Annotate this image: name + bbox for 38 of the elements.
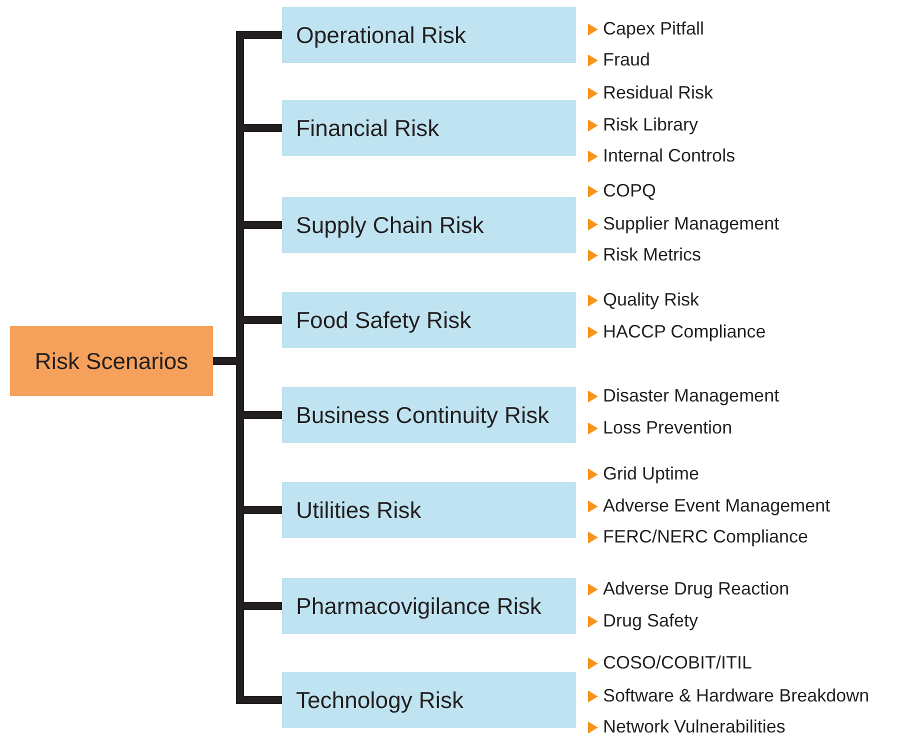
list-item: Loss Prevention [603,418,732,438]
list-item: Residual Risk [603,82,714,104]
box-label: Operational Risk [296,22,466,48]
list-item: Internal Controls [603,146,736,166]
list-item: Drug Safety [603,610,698,632]
box-label: Supply Chain Risk [296,212,484,238]
list-item: Capex Pitfall [603,18,704,40]
list-item: Fraud [603,50,650,70]
category-box [282,100,576,156]
list-item: Software & Hardware Breakdown [603,686,870,706]
list-item: Grid Uptime [603,464,700,484]
list-item: Risk Metrics [603,244,701,266]
list-item: Adverse Drug Reaction [603,578,790,600]
list-item: Quality Risk [603,290,700,310]
category-box [282,7,576,63]
box-label: Financial Risk [296,114,440,142]
root-box [10,326,213,396]
list-item: Supplier Management [603,214,780,234]
list-item: COSO/COBIT/ITIL [603,652,752,674]
box-label: Pharmacovigilance Risk [296,592,542,620]
category-box [282,197,576,253]
list-item: Disaster Management [603,386,780,406]
box-label: Business Continuity Risk [296,402,550,428]
list-item: Network Vulnerabilities [603,716,786,738]
list-item: COPQ [603,180,656,202]
list-item: Adverse Event Management [603,496,830,516]
list-item: FERC/NERC Compliance [603,526,808,548]
box-label: Utilities Risk [296,496,422,524]
list-item: Risk Library [603,114,698,136]
box-label: Risk Scenarios [34,348,188,374]
category-box [282,387,576,443]
category-box [282,672,576,728]
box-label: Food Safety Risk [296,306,472,334]
category-box [282,292,576,348]
category-box [282,578,576,634]
list-item: HACCP Compliance [603,322,766,342]
box-label: Technology Risk [296,686,464,714]
category-box [282,482,576,538]
